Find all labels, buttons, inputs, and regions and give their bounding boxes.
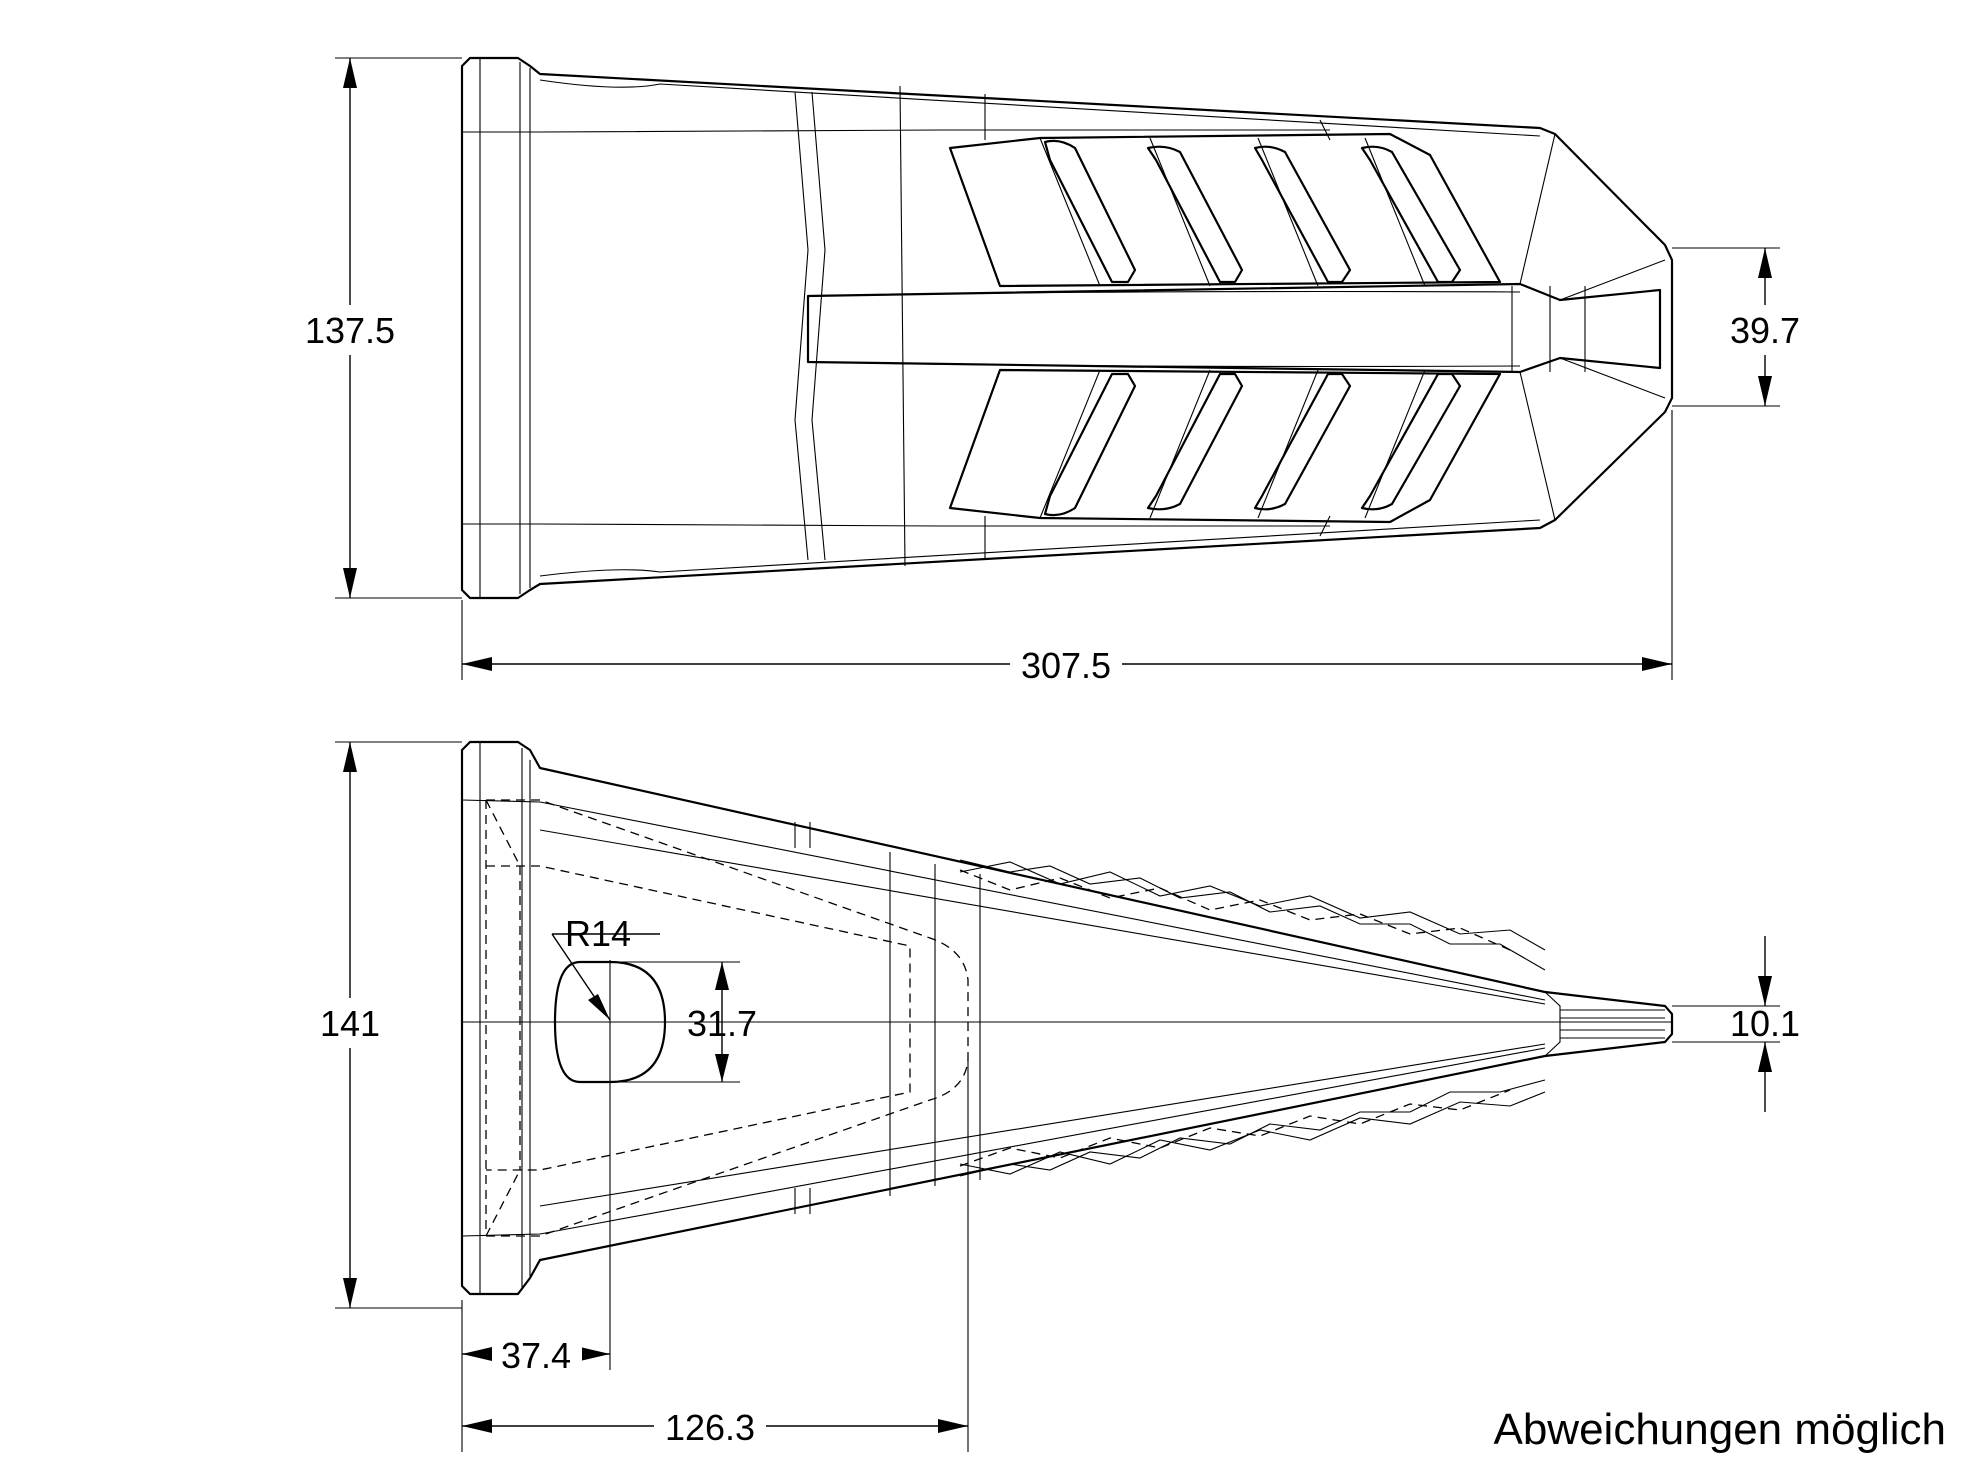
side-view-outline — [460, 740, 1674, 1296]
side-view — [460, 740, 1674, 1452]
upper-ribs — [948, 132, 1502, 288]
top-view-outline — [460, 56, 1674, 600]
dim-length-307-5: 307.5 — [1021, 645, 1111, 686]
dim-radius-r14: R14 — [565, 913, 631, 954]
dim-hole-pos-37-4: 37.4 — [501, 1335, 571, 1376]
side-view-dimensions: 141 R14 31.7 10.1 37.4 126.3 — [310, 741, 1800, 1452]
center-ridge — [806, 282, 1662, 374]
dim-height-141: 141 — [320, 1003, 380, 1044]
top-view-dimensions: 137.5 39.7 307.5 — [300, 57, 1812, 690]
deviation-note: Abweichungen möglich — [1493, 1405, 1946, 1454]
dim-hole-31-7: 31.7 — [687, 1003, 757, 1044]
dim-pocket-126-3: 126.3 — [665, 1407, 755, 1448]
lower-ribs — [948, 368, 1502, 524]
dim-tip-39-7: 39.7 — [1730, 310, 1800, 351]
dim-tip-10-1: 10.1 — [1730, 1003, 1800, 1044]
dim-height-137-5: 137.5 — [305, 310, 395, 351]
top-view — [460, 56, 1674, 600]
